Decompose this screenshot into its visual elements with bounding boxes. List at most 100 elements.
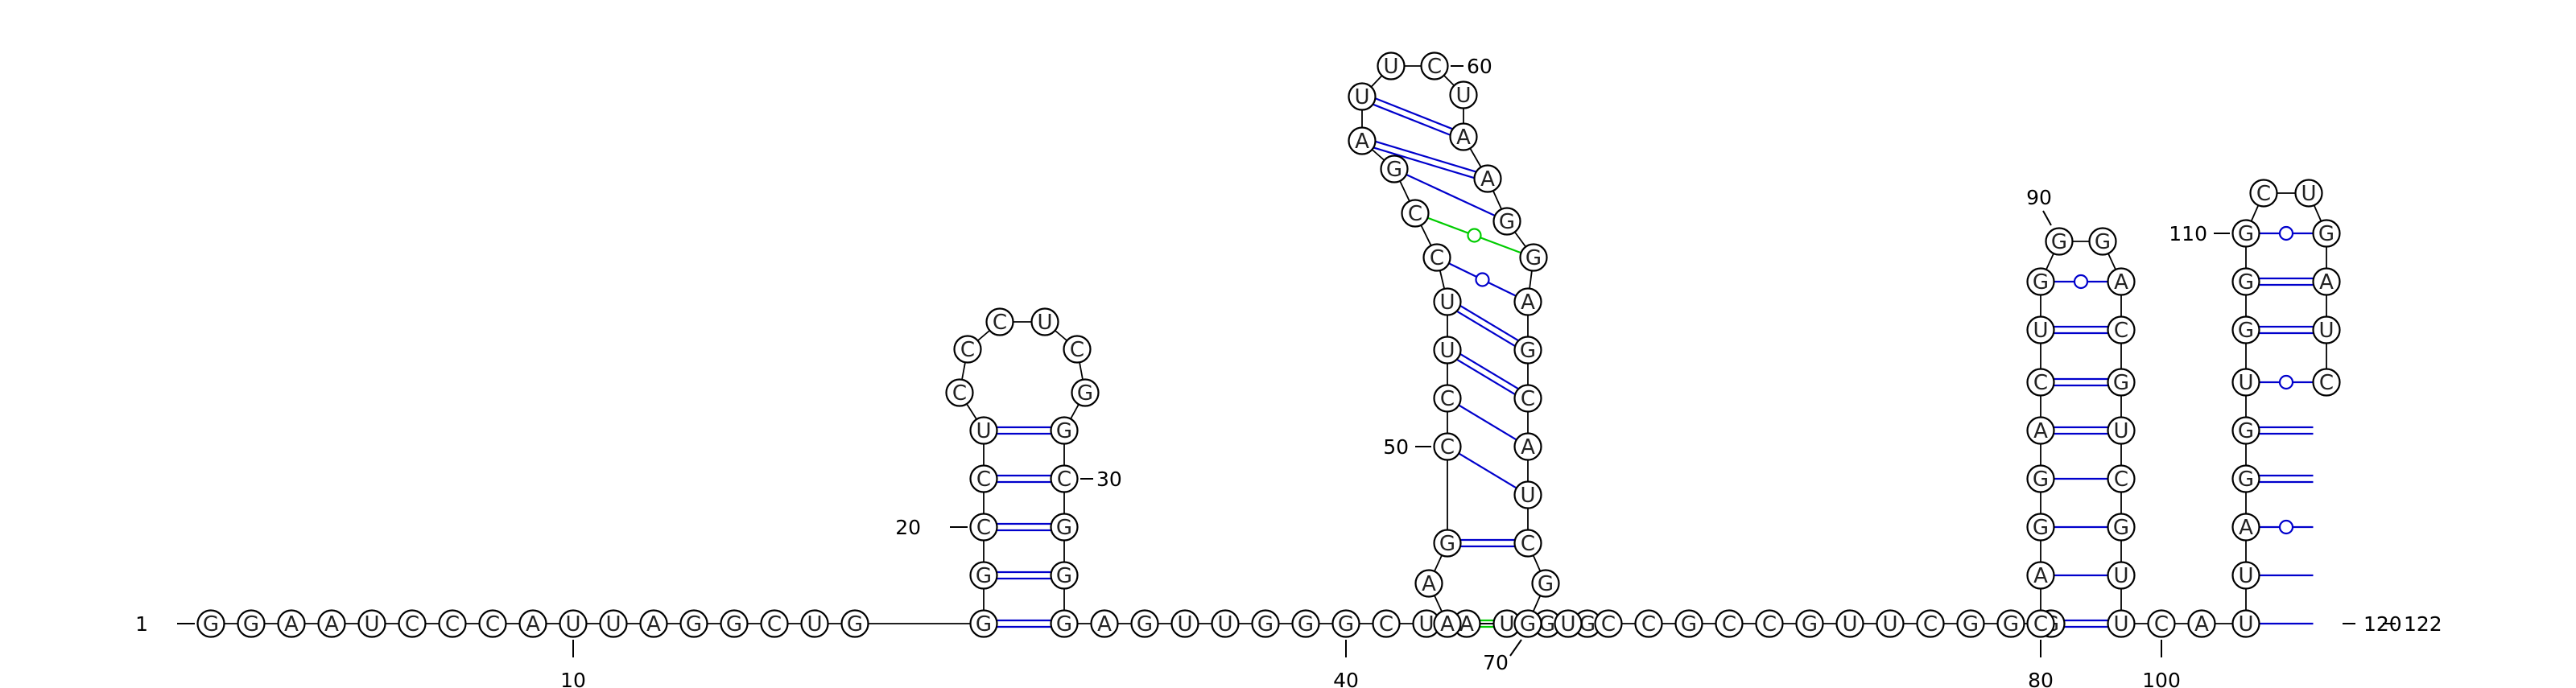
nucleotide-circle — [1291, 609, 1320, 638]
nucleotide-letter: C — [767, 612, 782, 637]
nucleotide-letter: A — [1422, 572, 1436, 596]
base-pair-line — [1459, 353, 1519, 390]
nucleotide-circle — [2107, 513, 2136, 542]
nucleotide: C — [1063, 335, 1092, 364]
nucleotide: U — [2294, 179, 2323, 208]
nucleotide-circle — [1372, 609, 1401, 638]
nucleotide: U — [357, 609, 386, 638]
nucleotide: C — [1634, 609, 1663, 638]
nucleotide: U — [2231, 368, 2260, 397]
position-tick — [1509, 639, 1522, 657]
nucleotide-circle — [2312, 368, 2341, 397]
nucleotide: C — [2312, 368, 2341, 397]
nucleotide-circle — [1050, 561, 1079, 590]
nucleotide-circle — [1030, 307, 1059, 336]
nucleotide-circle — [1433, 384, 1462, 413]
position-label: 70 — [1483, 651, 1509, 674]
position-label: 120 — [2363, 612, 2402, 636]
nucleotide: A — [2312, 267, 2341, 296]
nucleotide: G — [1519, 243, 1548, 272]
nucleotide: A — [277, 609, 306, 638]
nucleotide-letter: U — [1177, 612, 1192, 637]
nucleotide-circle — [1755, 609, 1784, 638]
nucleotide-circle — [2026, 609, 2055, 638]
nucleotide-letter: U — [1354, 85, 1369, 109]
nucleotide: C — [1755, 609, 1784, 638]
nucleotide: A — [1414, 569, 1443, 598]
nucleotide-letter: C — [1440, 387, 1455, 411]
nucleotide: A — [2026, 416, 2055, 445]
nucleotide-circle — [196, 609, 225, 638]
nucleotide-circle — [969, 416, 998, 445]
nucleotide: A — [1090, 609, 1119, 638]
nucleotide: G — [969, 561, 998, 590]
nucleotide-letter: G — [1386, 158, 1402, 182]
nucleotide: G — [2026, 267, 2055, 296]
nucleotide-letter: G — [1077, 381, 1093, 406]
nucleotide-letter: A — [1480, 167, 1495, 192]
nucleotide: G — [2026, 513, 2055, 542]
position-label: 60 — [1467, 55, 1492, 78]
nucleotide: U — [2312, 315, 2341, 344]
nucleotide-letter: G — [1298, 612, 1314, 637]
nucleotide-letter: G — [726, 612, 742, 637]
nucleotide-letter: U — [1455, 84, 1471, 108]
base-pair-line — [1373, 146, 1475, 179]
nucleotide-letter: G — [2238, 419, 2254, 443]
nucleotide-circle — [559, 609, 588, 638]
nucleotide-circle — [2312, 267, 2341, 296]
nucleotide: U — [1433, 287, 1462, 316]
nucleotide-circle — [1513, 432, 1542, 461]
nucleotide-letter: U — [1439, 290, 1455, 315]
nucleotide-letter: G — [1525, 246, 1542, 270]
nucleotide: U — [559, 609, 588, 638]
nucleotide-circle — [2147, 609, 2176, 638]
nucleotide-letter: G — [1056, 419, 1072, 443]
nucleotide-letter: G — [2318, 222, 2334, 246]
nucleotide: A — [1473, 164, 1502, 193]
nucleotide: C — [2107, 315, 2136, 344]
nucleotide-letter: U — [1520, 484, 1535, 508]
nucleotide: C — [2026, 368, 2055, 397]
nucleotide-circle — [1492, 207, 1521, 236]
nucleotide-letter: G — [2238, 468, 2254, 492]
nucleotide-letter: G — [1257, 612, 1274, 637]
nucleotide-circle — [357, 609, 386, 638]
nucleotide: C — [1433, 432, 1462, 461]
nucleotide: G — [840, 609, 869, 638]
nucleotide: G — [1380, 154, 1409, 183]
nucleotide-circle — [1401, 199, 1430, 228]
nucleotide: G — [2107, 368, 2136, 397]
nucleotide-letter: A — [1355, 130, 1369, 154]
nucleotide: U — [969, 416, 998, 445]
nucleotide-circle — [1348, 82, 1377, 111]
nucleotide: G — [1251, 609, 1280, 638]
position-label: 10 — [560, 669, 586, 688]
nucleotide-letter: C — [952, 381, 967, 406]
nucleotide-letter: A — [646, 612, 661, 637]
nucleotide-circle — [1449, 80, 1478, 109]
nucleotide-letter: U — [807, 612, 822, 637]
nucleotide: C — [1433, 384, 1462, 413]
nucleotide: U — [1211, 609, 1240, 638]
nucleotide-circle — [1377, 51, 1406, 80]
nucleotide-circle — [2026, 464, 2055, 493]
position-label: 110 — [2169, 222, 2207, 245]
nucleotide-circle — [2107, 267, 2136, 296]
nucleotide: G — [1050, 561, 1079, 590]
nucleotide-circle — [2107, 315, 2136, 344]
nucleotide-letter: G — [847, 612, 863, 637]
nucleotide-letter: G — [1056, 612, 1072, 637]
base-pair-line — [1406, 173, 1496, 217]
nucleotide-circle — [2231, 561, 2260, 590]
nucleotide-circle — [1513, 336, 1542, 365]
nucleotide-letter: U — [1037, 311, 1052, 335]
nucleotide-circle — [800, 609, 829, 638]
nucleotide-letter: C — [485, 612, 500, 637]
nucleotide: C — [1420, 51, 1449, 80]
nucleotide-letter: C — [1440, 435, 1455, 459]
nucleotide-circle — [1433, 336, 1462, 365]
nucleotide: U — [2231, 609, 2260, 638]
nucleotide-letter: U — [2113, 612, 2128, 637]
